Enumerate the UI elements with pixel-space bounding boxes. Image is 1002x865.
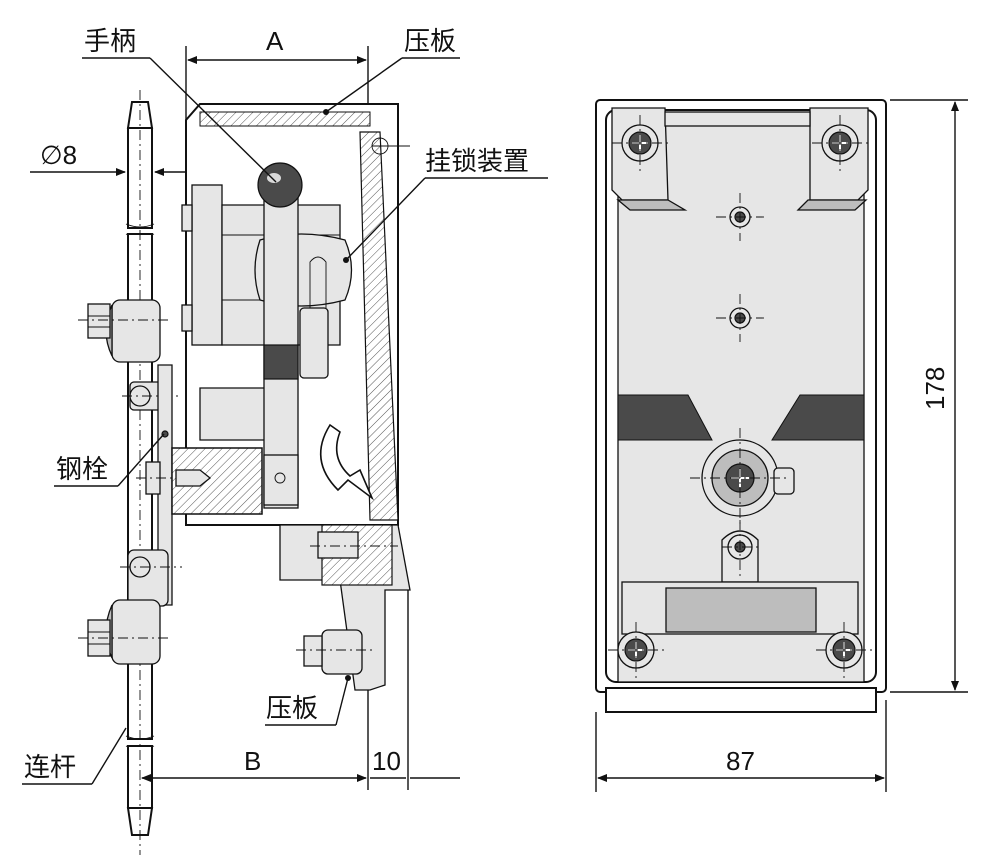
screw-icon — [690, 428, 790, 528]
leader-lines — [22, 57, 548, 785]
screw-icon — [722, 520, 758, 580]
label-pressure-plate-top: 压板 — [404, 27, 456, 57]
label-pressure-plate-bottom: 压板 — [266, 694, 318, 724]
bottom-slot-inner — [665, 587, 817, 633]
screw-icon — [612, 115, 668, 171]
screw-icon — [812, 115, 868, 171]
dim-a: A — [266, 26, 284, 56]
rotation-arrow — [319, 423, 374, 501]
label-handle: 手柄 — [84, 27, 136, 57]
lock-housing — [181, 103, 410, 526]
steel-bolt-plate — [136, 364, 300, 606]
center-boss — [701, 439, 795, 583]
label-hasp-device: 挂锁装置 — [425, 147, 529, 177]
label-steel-bolt: 钢栓 — [56, 455, 108, 485]
side-view: 手柄 压板 挂锁装置 钢栓 压板 连杆 A ∅8 B 10 — [22, 26, 548, 855]
upper-rod-guide — [78, 299, 180, 411]
screw-icon — [608, 622, 664, 678]
screw-icon — [816, 622, 872, 678]
dark-band — [617, 394, 865, 441]
dimension-lines-front — [595, 99, 968, 792]
dim-height: 178 — [920, 367, 950, 410]
dimension-lines-side — [30, 46, 460, 790]
bottom-bracket — [279, 524, 411, 691]
dim-width: 87 — [726, 746, 755, 776]
handle — [257, 162, 303, 509]
screw-icons — [608, 115, 872, 678]
lower-rod-guide — [78, 549, 182, 665]
dim-b: B — [244, 746, 261, 776]
front-view: 178 87 — [595, 99, 968, 792]
bolt-section — [171, 447, 263, 515]
dim-diameter: ∅8 — [40, 140, 77, 170]
screw-icon — [716, 193, 764, 241]
dim-offset: 10 — [372, 746, 401, 776]
screw-icon — [716, 294, 764, 342]
label-link-rod: 连杆 — [24, 753, 76, 783]
